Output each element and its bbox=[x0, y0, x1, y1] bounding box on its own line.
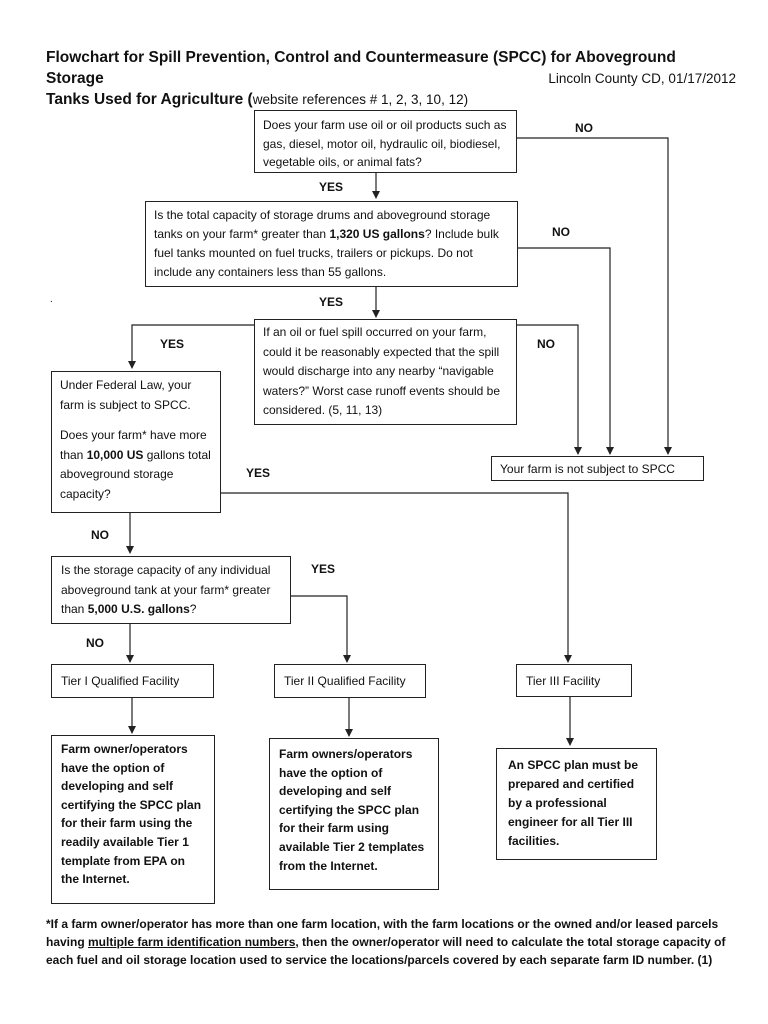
federal-law-box: Under Federal Law, your farm is subject … bbox=[51, 371, 221, 513]
tier1-description-text: Farm owner/operators have the option of … bbox=[61, 742, 202, 849]
tier3-description: An SPCC plan must be prepared and certif… bbox=[496, 748, 657, 860]
not-subject-text: Your farm is not subject to SPCC bbox=[500, 462, 675, 476]
not-subject-box: Your farm is not subject to SPCC bbox=[491, 456, 704, 481]
tier2-box: Tier II Qualified Facility bbox=[274, 664, 426, 698]
tier1-label: Tier I Qualified Facility bbox=[61, 674, 180, 688]
tier1-description-text-2: template from EPA on the Internet. bbox=[61, 853, 186, 887]
arrow-fed-yes bbox=[221, 492, 572, 663]
title-line-2: Tanks Used for Agriculture (website refe… bbox=[46, 71, 736, 110]
footnote-text: *If a farm owner/operator has more than … bbox=[46, 917, 719, 949]
tier3-professional: professional bbox=[535, 796, 607, 810]
arrow-q3-yes bbox=[128, 324, 254, 369]
label-q2-no: NO bbox=[552, 225, 570, 239]
question-uses-oil: Does your farm use oil or oil products s… bbox=[254, 110, 517, 173]
question-uses-oil-text: Does your farm use oil or oil products s… bbox=[263, 118, 507, 169]
title-line-2-main: Tanks Used for Agriculture ( bbox=[46, 91, 253, 108]
tier1-template-name: Tier 1 bbox=[157, 834, 189, 849]
threshold-5000: 5,000 U.S. gallons bbox=[87, 602, 190, 616]
question-individual-tank-text-2: ? bbox=[189, 602, 197, 616]
question-over-10000-text: Does your farm* have more than bbox=[60, 428, 207, 462]
tier2-description-text-2: templates from the Internet. bbox=[279, 839, 425, 873]
tier1-description: Farm owner/operators have the option of … bbox=[51, 735, 215, 904]
arrow-q1-no bbox=[517, 137, 672, 455]
question-total-capacity: Is the total capacity of storage drums a… bbox=[145, 201, 518, 287]
question-spill-discharge: If an oil or fuel spill occurred on your… bbox=[254, 319, 517, 425]
label-q5-no: NO bbox=[86, 636, 104, 650]
tier3-description-text: An SPCC plan must be prepared and certif… bbox=[508, 758, 639, 810]
tier3-box: Tier III Facility bbox=[516, 664, 632, 697]
arrow-q3-no bbox=[517, 324, 582, 455]
label-q2-yes: YES bbox=[319, 295, 344, 309]
label-q3-yes: YES bbox=[160, 337, 185, 351]
footnote-text-2: , then the owner/operator will need to c… bbox=[46, 935, 726, 967]
label-fed-no: NO bbox=[91, 528, 109, 542]
title-line-1: Flowchart for Spill Prevention, Control … bbox=[46, 49, 676, 87]
threshold-1320: 1,320 US gallons bbox=[329, 227, 425, 241]
question-total-capacity-text: Is the total capacity of storage drums a… bbox=[154, 208, 491, 241]
question-spill-discharge-text: If an oil or fuel spill occurred on your… bbox=[263, 325, 501, 417]
tier3-description-text-2: engineer for all Tier III facilities. bbox=[508, 815, 633, 848]
label-q5-yes: YES bbox=[311, 562, 336, 576]
stray-mark: . bbox=[50, 294, 53, 305]
question-individual-tank-text: Is the storage capacity of any individua… bbox=[61, 563, 271, 616]
question-over-10000: Does your farm* have more than 10,000 US… bbox=[60, 426, 212, 504]
page-title: Flowchart for Spill Prevention, Control … bbox=[46, 47, 736, 110]
question-over-10000-text-2: gallons total aboveground storage capaci… bbox=[60, 447, 211, 501]
tier2-description: Farm owners/operators have the option of… bbox=[269, 738, 439, 890]
footnote-underlined: multiple farm identification numbers bbox=[88, 935, 296, 949]
threshold-10000: 10,000 US bbox=[86, 447, 144, 462]
tier2-description-text: Farm owners/operators have the option of… bbox=[279, 747, 420, 854]
tier1-box: Tier I Qualified Facility bbox=[51, 664, 214, 698]
label-q3-no: NO bbox=[537, 337, 555, 351]
tier3-label: Tier III Facility bbox=[526, 674, 601, 688]
tier2-label: Tier II Qualified Facility bbox=[284, 674, 406, 688]
label-q1-yes: YES bbox=[319, 180, 344, 194]
tier2-template-name: Tier 2 bbox=[333, 839, 365, 854]
label-q1-no: NO bbox=[575, 121, 593, 135]
arrow-q5-yes bbox=[291, 595, 351, 663]
footnote: *If a farm owner/operator has more than … bbox=[46, 915, 736, 969]
title-org-date: Lincoln County CD, 01/17/2012 bbox=[548, 71, 736, 86]
label-fed-yes: YES bbox=[246, 466, 271, 480]
federal-law-statement: Under Federal Law, your farm is subject … bbox=[60, 378, 192, 412]
arrow-q2-no bbox=[517, 247, 614, 455]
question-total-capacity-text-2: ? Include bulk fuel tanks mounted on fue… bbox=[154, 227, 499, 279]
question-individual-tank: Is the storage capacity of any individua… bbox=[51, 556, 291, 624]
title-references: website references # 1, 2, 3, 10, 12) bbox=[252, 92, 469, 107]
